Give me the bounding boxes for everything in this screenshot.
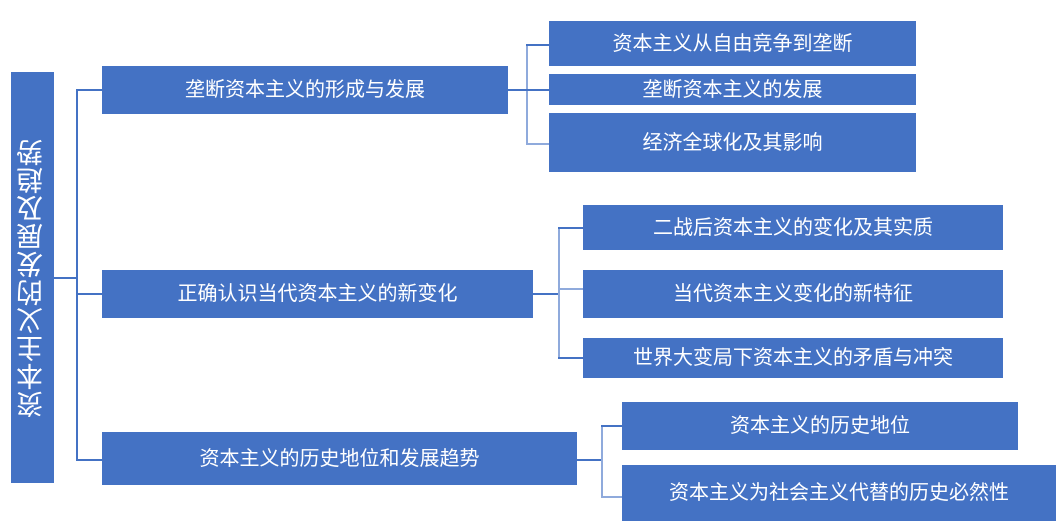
connector-trunk-vertical — [76, 89, 78, 460]
connector-branch-2-child-3 — [558, 357, 585, 359]
leaf-node-2-2-label: 当代资本主义变化的新特征 — [673, 283, 913, 305]
connector-branch-2-vertical — [558, 227, 560, 359]
leaf-node-2-1-label: 二战后资本主义的变化及其实质 — [653, 216, 933, 239]
leaf-node-2-3[interactable]: 世界大变局下资本主义的矛盾与冲突 — [583, 338, 1003, 378]
branch-node-2-label: 正确认识当代资本主义的新变化 — [177, 283, 458, 305]
branch-node-3-label: 资本主义的历史地位和发展趋势 — [199, 447, 480, 470]
connector-branch-2-child-1 — [558, 227, 585, 229]
leaf-node-2-3-label: 世界大变局下资本主义的矛盾与冲突 — [633, 347, 953, 369]
leaf-node-1-3[interactable]: 经济全球化及其影响 — [549, 113, 916, 172]
connector-branch-3-stub — [577, 459, 603, 461]
leaf-node-1-1-label: 资本主义从自由竞争到垄断 — [612, 32, 853, 55]
connector-branch-1-stub — [508, 89, 528, 91]
connector-trunk-to-branch-3 — [76, 459, 104, 461]
root-node[interactable]: 资本主义的发展及趋势 — [11, 72, 54, 483]
connector-branch-3-child-2 — [601, 496, 624, 498]
leaf-node-2-2[interactable]: 当代资本主义变化的新特征 — [583, 270, 1003, 318]
leaf-node-3-2-label: 资本主义为社会主义代替的历史必然性 — [669, 482, 1009, 504]
connector-branch-3-child-1 — [601, 425, 624, 427]
leaf-node-1-3-label: 经济全球化及其影响 — [642, 131, 823, 154]
branch-node-1-label: 垄断资本主义的形成与发展 — [185, 79, 425, 101]
connector-branch-1-child-1 — [526, 44, 551, 46]
leaf-node-1-2[interactable]: 垄断资本主义的发展 — [549, 74, 916, 105]
branch-node-3[interactable]: 资本主义的历史地位和发展趋势 — [102, 432, 577, 485]
connector-branch-3-vertical — [601, 425, 603, 498]
leaf-node-1-2-label: 垄断资本主义的发展 — [642, 78, 823, 101]
connector-trunk-to-branch-1 — [76, 89, 104, 91]
leaf-node-2-1[interactable]: 二战后资本主义的变化及其实质 — [583, 205, 1003, 250]
leaf-node-1-1[interactable]: 资本主义从自由竞争到垄断 — [549, 21, 916, 66]
root-node-label: 资本主义的发展及趋势 — [17, 137, 47, 418]
connector-branch-2-stub — [533, 293, 560, 295]
branch-node-1[interactable]: 垄断资本主义的形成与发展 — [102, 66, 508, 114]
branch-node-2[interactable]: 正确认识当代资本主义的新变化 — [102, 270, 533, 318]
leaf-node-3-2[interactable]: 资本主义为社会主义代替的历史必然性 — [622, 465, 1056, 521]
leaf-node-3-1[interactable]: 资本主义的历史地位 — [622, 402, 1018, 450]
connector-branch-1-vertical — [526, 44, 528, 144]
connector-branch-1-child-3 — [526, 143, 551, 145]
connector-root-stub — [54, 277, 78, 279]
connector-trunk-to-branch-2 — [76, 293, 104, 295]
connector-branch-2-child-2 — [558, 288, 585, 290]
connector-branch-1-child-2 — [526, 89, 551, 91]
leaf-node-3-1-label: 资本主义的历史地位 — [730, 415, 910, 437]
